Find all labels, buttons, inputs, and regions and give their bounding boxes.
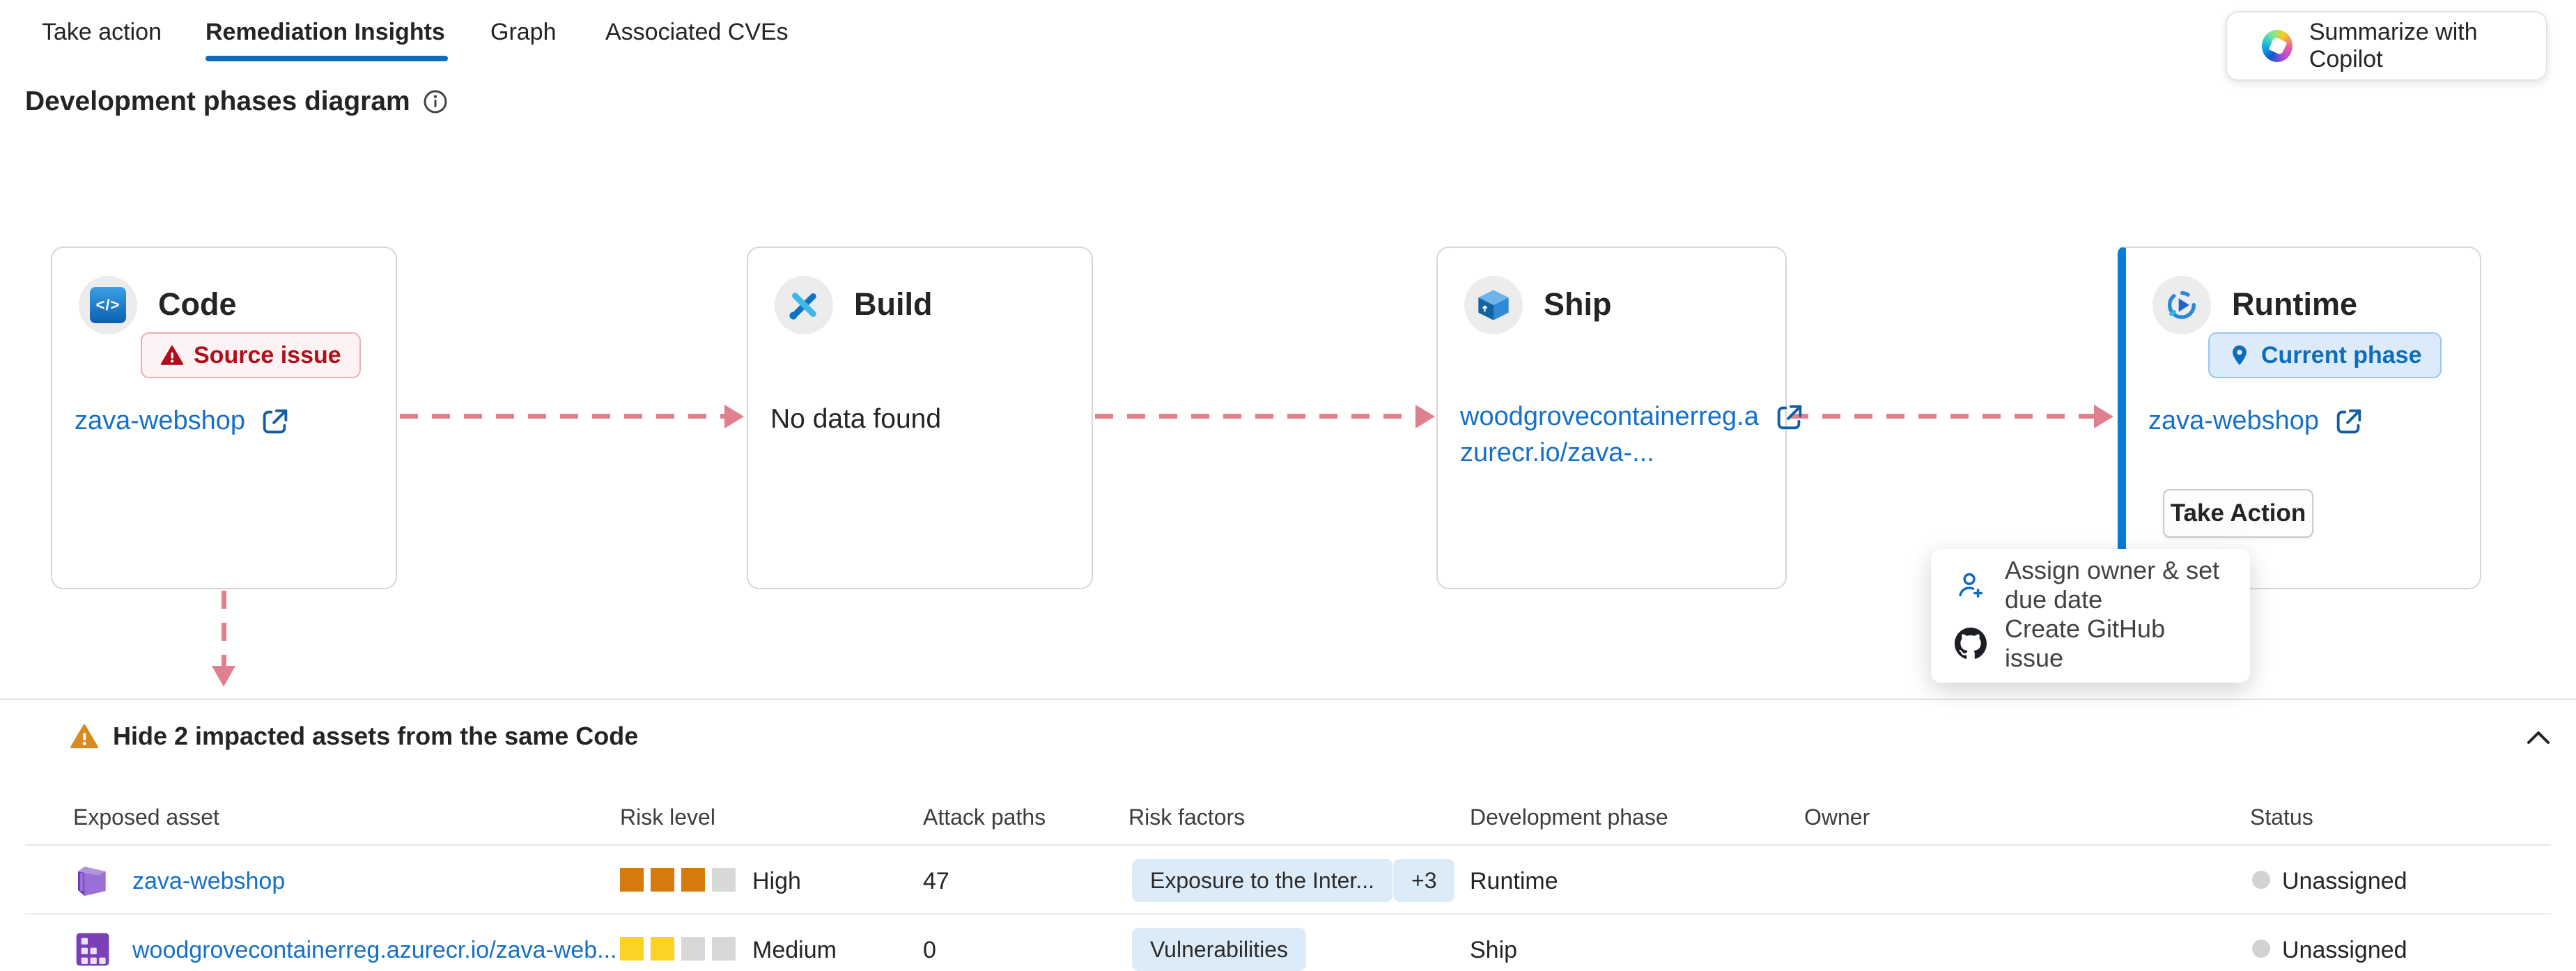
risk-level-value: High: [752, 868, 801, 894]
warning-icon: [160, 345, 184, 365]
asset-link-woodgrove-registry[interactable]: woodgrovecontainerreg.azurecr.io/zava-we…: [132, 937, 617, 963]
copilot-icon: [2262, 30, 2292, 62]
assign-owner-label: Assign owner & set due date: [2005, 556, 2220, 614]
person-add-icon: [1959, 573, 1983, 598]
impacted-assets-toggle[interactable]: Hide 2 impacted assets from the same Cod…: [70, 722, 638, 751]
phase-card-ship: Ship woodgrovecontainerreg.azurecr.io/za…: [1436, 247, 1802, 589]
col-exposed-asset[interactable]: Exposed asset: [73, 805, 219, 830]
external-link-icon[interactable]: [1774, 401, 1806, 433]
col-risk-level[interactable]: Risk level: [620, 805, 715, 830]
flow-arrow-code-down: [222, 591, 226, 667]
risk-level-meter: [620, 868, 736, 892]
ship-asset-link[interactable]: woodgrovecontainerreg.azurecr.io/zava-..…: [1460, 398, 1806, 471]
info-icon[interactable]: [421, 88, 449, 116]
chevron-up-icon[interactable]: [2522, 722, 2555, 755]
copilot-button-label: Summarize with Copilot: [2309, 19, 2478, 72]
tab-take-action[interactable]: Take action: [42, 19, 162, 45]
container-registry-icon: [76, 933, 109, 966]
risk-level-meter: [620, 937, 736, 961]
risk-factor-pill[interactable]: Exposure to the Inter...: [1132, 859, 1392, 902]
code-card-title: Code: [158, 286, 237, 322]
status-dot: [2252, 871, 2270, 889]
warning-icon: [70, 724, 98, 749]
flow-arrow-ship-runtime: [1790, 414, 2095, 419]
arrowhead-ship: [1415, 405, 1435, 428]
col-owner[interactable]: Owner: [1804, 805, 1870, 830]
asset-link-zava-webshop[interactable]: zava-webshop: [132, 868, 286, 894]
impacted-assets-title: Hide 2 impacted assets from the same Cod…: [113, 722, 639, 750]
current-phase-label: Current phase: [2261, 341, 2422, 368]
status-value: Unassigned: [2282, 937, 2407, 963]
runtime-asset-link-text[interactable]: zava-webshop: [2148, 406, 2320, 435]
page-title-text: Development phases diagram: [25, 86, 410, 116]
current-phase-badge: Current phase: [2208, 332, 2442, 378]
take-action-button[interactable]: Take Action: [2163, 489, 2313, 538]
arrowhead-runtime: [2094, 405, 2113, 428]
runtime-card-title: Runtime: [2232, 286, 2357, 322]
status-value: Unassigned: [2282, 868, 2407, 894]
tab-associated-cves[interactable]: Associated CVEs: [605, 19, 789, 45]
code-asset-link-text[interactable]: zava-webshop: [75, 406, 246, 435]
menu-item-assign-owner[interactable]: Assign owner & set due date: [1931, 556, 2250, 614]
table-row-divider: [25, 913, 2551, 915]
code-asset-link[interactable]: zava-webshop: [75, 403, 291, 439]
ship-asset-link-text[interactable]: woodgrovecontainerreg.azurecr.io/zava-..…: [1460, 402, 1759, 467]
phase-card-code: </> Code Source issue zava-webshop: [51, 247, 397, 589]
phase-card-runtime: Runtime Current phase zava-webshop Take …: [2118, 247, 2481, 589]
build-tools-icon: [789, 293, 816, 320]
external-link-icon[interactable]: [2333, 405, 2365, 437]
github-icon: [1955, 628, 1987, 659]
col-attack-paths[interactable]: Attack paths: [923, 805, 1046, 830]
runtime-icon: [2167, 290, 2196, 320]
source-issue-label: Source issue: [194, 341, 341, 368]
location-pin-icon: [2233, 345, 2247, 366]
package-icon: [1478, 290, 1509, 320]
arrowhead-build: [724, 405, 744, 428]
summarize-with-copilot-button[interactable]: Summarize with Copilot: [2226, 11, 2547, 81]
code-phase-icon-wrap: </>: [79, 276, 137, 334]
attack-paths-value: 0: [923, 937, 936, 963]
flow-arrow-build-ship: [1095, 414, 1417, 419]
phase-value: Ship: [1470, 937, 1518, 963]
col-risk-factors[interactable]: Risk factors: [1128, 805, 1246, 830]
phase-card-build: Build No data found: [747, 247, 1093, 589]
more-risk-factors-pill[interactable]: +3: [1393, 859, 1455, 902]
table-header-divider: [25, 844, 2551, 846]
col-development-phase[interactable]: Development phase: [1470, 805, 1668, 830]
status-dot: [2252, 940, 2270, 958]
arrowhead-down: [212, 666, 235, 687]
code-icon: </>: [90, 287, 126, 323]
section-divider: [0, 699, 2576, 700]
col-status[interactable]: Status: [2250, 805, 2313, 830]
risk-level-value: Medium: [752, 937, 837, 963]
create-github-issue-label: Create GitHub issue: [2005, 614, 2166, 672]
runtime-phase-icon-wrap: [2152, 276, 2211, 334]
runtime-asset-link[interactable]: zava-webshop: [2148, 403, 2365, 439]
flow-arrow-code-build: [400, 414, 726, 419]
container-app-icon: [78, 867, 106, 896]
build-phase-icon-wrap: [775, 276, 833, 334]
take-action-menu: Assign owner & set due date Create GitHu…: [1931, 549, 2250, 683]
risk-factor-pill[interactable]: Vulnerabilities: [1132, 928, 1307, 971]
build-card-title: Build: [854, 286, 933, 322]
tab-graph[interactable]: Graph: [490, 19, 557, 45]
phase-value: Runtime: [1470, 868, 1558, 894]
ship-card-title: Ship: [1544, 286, 1612, 322]
active-tab-indicator: [205, 56, 448, 61]
tab-remediation-insights[interactable]: Remediation Insights: [205, 19, 445, 45]
page-title: Development phases diagram: [25, 86, 449, 117]
ship-phase-icon-wrap: [1464, 276, 1523, 334]
external-link-icon[interactable]: [259, 405, 291, 437]
menu-item-create-github-issue[interactable]: Create GitHub issue: [1931, 614, 2250, 673]
source-issue-badge: Source issue: [141, 332, 361, 378]
build-no-data-text: No data found: [770, 404, 942, 434]
attack-paths-value: 47: [923, 868, 949, 894]
